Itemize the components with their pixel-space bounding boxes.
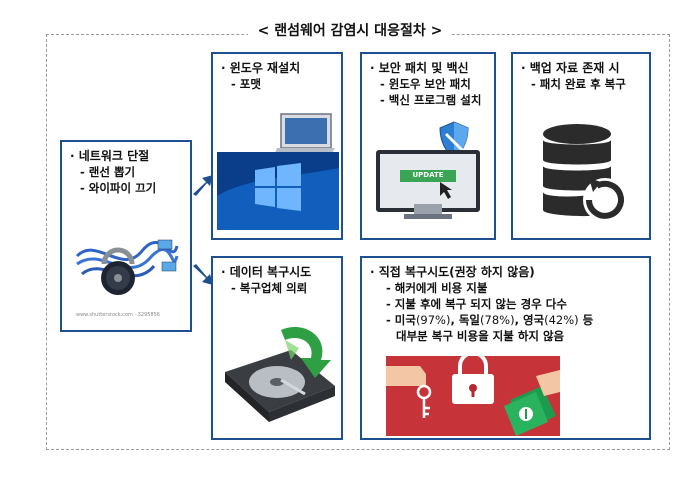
direct-last-line: 대부분 복구 비용을 지불 하지 않음 [396,329,565,343]
stats-uk: , 영국 [514,313,545,327]
direct-item-1: - 해커에게 비용 지불 [386,281,488,295]
recovery-item-1: - 복구업체 의뢰 [231,281,308,295]
arrow-up-right-icon [193,175,213,196]
diagram-title: < 랜섬웨어 감염시 대응절차 > [0,20,700,40]
network-item-2: - 와이파이 끄기 [80,181,157,195]
box-windows-reinstall: · 윈도우 재설치 - 포맷 [211,52,343,240]
network-image-caption: www.shutterstock.com · 3295856 [76,312,160,318]
direct-title: · 직접 복구시도(권장 하지 않음) [370,265,535,279]
hard-drive-icon [225,326,335,422]
patch-title: · 보안 패치 및 백신 [370,61,469,75]
windows-laptop-icon [217,113,339,230]
arrow-down-right-icon [193,264,213,285]
stats-germany: , 독일 [450,313,481,327]
update-button-label: UPDATE [412,171,444,179]
reinstall-item-1: - 포맷 [231,77,261,91]
network-item-1: - 랜선 뽑기 [80,165,136,179]
shield-icon [439,121,469,159]
reinstall-title: · 윈도우 재설치 [221,61,301,75]
direct-item-2: - 지불 후에 복구 되지 않는 경우 다수 [386,297,567,311]
box-security-patch: · 보안 패치 및 백신 - 윈도우 보안 패치 - 백신 프로그램 설치 UP… [360,52,496,240]
stats-uk-pct: (42%) [544,313,579,327]
database-restore-icon [543,124,627,222]
patch-item-2: - 백신 프로그램 설치 [380,93,482,107]
network-title: · 네트워크 단절 [70,149,150,163]
box-backup: · 백업 자료 존재 시 - 패치 완료 후 복구 [511,52,651,240]
patch-item-1: - 윈도우 보안 패치 [380,77,471,91]
box-direct-recovery: · 직접 복구시도(권장 하지 않음) - 해커에게 비용 지불 - 지불 후에… [360,256,651,440]
stats-de-pct: (78%) [480,313,515,327]
stats-us-pct: (97%) [415,313,451,327]
network-cable-lock-icon [75,239,179,295]
update-monitor-icon [376,150,480,219]
box-data-recovery: · 데이터 복구시도 - 복구업체 의뢰 [211,256,343,440]
backup-title: · 백업 자료 존재 시 [521,61,620,75]
stats-suffix: 등 [578,313,594,327]
direct-stats-line: - 미국(97%), 독일(78%), 영국(42%) 등 [386,312,649,328]
ransom-payment-illustration [386,356,560,436]
stats-prefix: - 미국 [386,313,416,327]
box-network-disconnect: · 네트워크 단절 - 랜선 뽑기 - 와이파이 끄기 www.shutters… [60,140,192,332]
recovery-title: · 데이터 복구시도 [221,265,312,279]
backup-item-1: - 패치 완료 후 복구 [531,77,626,91]
